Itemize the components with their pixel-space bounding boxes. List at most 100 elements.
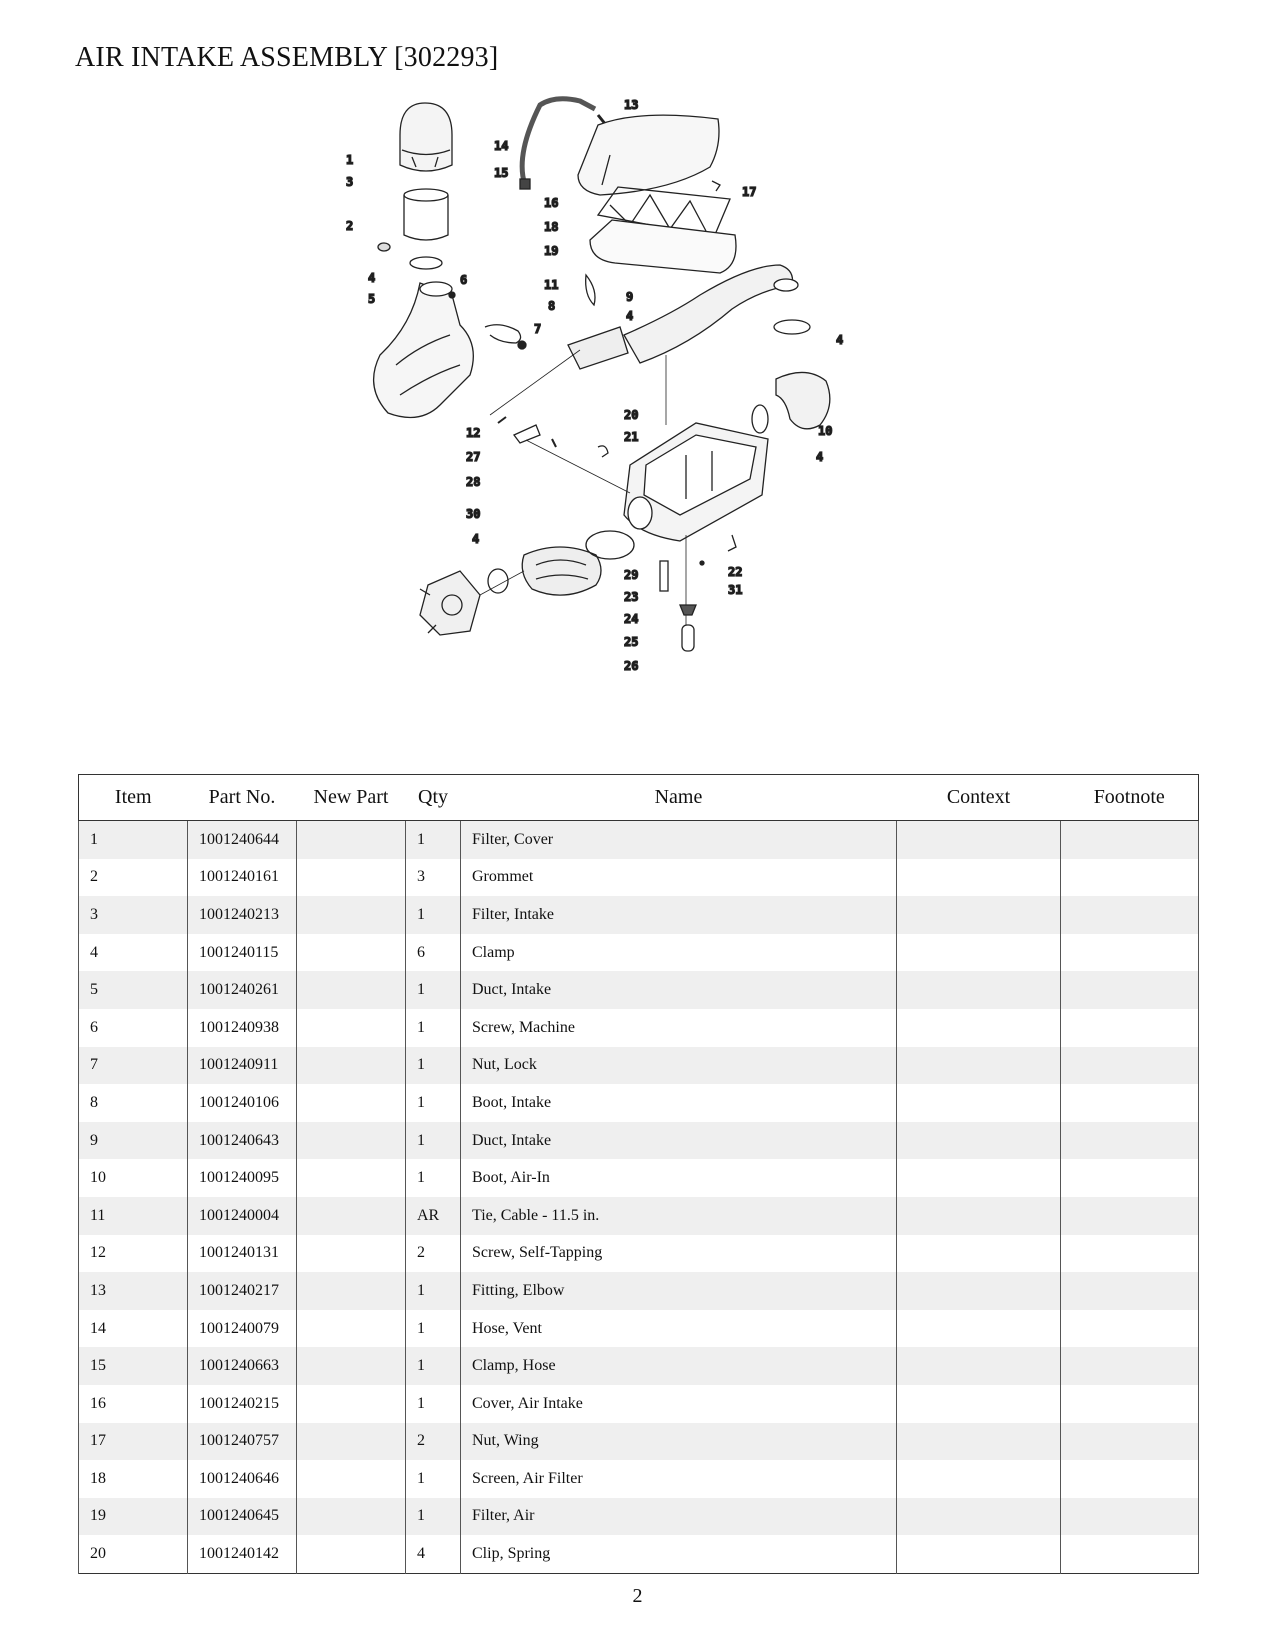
callout-10: 10 [818, 424, 832, 438]
clamp-ring-part [773, 319, 811, 335]
column-header-context: Context [896, 774, 1061, 821]
callout-23: 23 [624, 590, 638, 604]
callout-27: 27 [466, 450, 480, 464]
callout-4-e: 4 [472, 532, 479, 546]
cell-new-part [296, 896, 406, 934]
cell-item: 5 [78, 971, 188, 1009]
cell-name: Boot, Air-In [460, 1159, 897, 1197]
cell-context [896, 1234, 1061, 1273]
cell-footnote [1060, 896, 1199, 934]
screw-part [448, 291, 456, 299]
column-header-qty: Qty [405, 774, 461, 821]
air-box-housing-part [623, 422, 769, 542]
cell-part-no: 1001240217 [187, 1272, 297, 1310]
cell-footnote [1060, 1347, 1199, 1385]
cell-footnote [1060, 1159, 1199, 1197]
cell-item: 7 [78, 1046, 188, 1085]
cell-item: 2 [78, 858, 188, 897]
cell-qty: 6 [405, 933, 461, 972]
cell-item: 16 [78, 1384, 188, 1423]
cell-footnote [1060, 1384, 1199, 1423]
cell-name: Duct, Intake [460, 1121, 897, 1160]
cell-qty: 4 [405, 1535, 461, 1574]
cell-new-part [296, 1309, 406, 1348]
cell-item: 11 [78, 1196, 188, 1235]
cell-footnote [1060, 1046, 1199, 1085]
cell-part-no: 1001240261 [187, 971, 297, 1009]
callout-30: 30 [466, 507, 480, 521]
cell-context [896, 1008, 1061, 1047]
cell-new-part [296, 933, 406, 972]
cell-new-part [296, 1460, 406, 1498]
cell-item: 6 [78, 1008, 188, 1047]
cell-context [896, 1196, 1061, 1235]
cell-item: 15 [78, 1347, 188, 1385]
intake-filter-part [403, 188, 449, 241]
cell-new-part [296, 1008, 406, 1047]
filter-cover-part [399, 102, 453, 172]
cell-item: 19 [78, 1497, 188, 1536]
cell-part-no: 1001240079 [187, 1309, 297, 1348]
cell-footnote [1060, 1497, 1199, 1536]
cell-item: 4 [78, 933, 188, 972]
drain-clamp-part [679, 604, 697, 616]
clamp-ring-part [585, 530, 635, 560]
cell-qty: 2 [405, 1422, 461, 1461]
column-header-new-part: New Part [296, 774, 406, 821]
cell-part-no: 1001240161 [187, 858, 297, 897]
cell-context [896, 858, 1061, 897]
cell-context [896, 1121, 1061, 1160]
grommet-part [377, 242, 391, 252]
intake-boot-lower-part [521, 546, 602, 596]
cell-name: Boot, Intake [460, 1084, 897, 1122]
cell-new-part [296, 1159, 406, 1197]
callout-21: 21 [624, 430, 638, 444]
column-header-name: Name [460, 774, 897, 821]
cell-item: 1 [78, 820, 188, 859]
callout-4-c: 4 [836, 333, 843, 347]
cell-part-no: 1001240646 [187, 1460, 297, 1498]
callout-1: 1 [346, 153, 353, 167]
table-header-row: Item Part No. New Part Qty Name Context … [78, 774, 1199, 821]
cell-qty: AR [405, 1196, 461, 1235]
callout-12: 12 [466, 426, 480, 440]
cell-new-part [296, 1084, 406, 1122]
cell-qty: 1 [405, 1272, 461, 1310]
callout-4: 4 [368, 271, 375, 285]
cell-footnote [1060, 1196, 1199, 1235]
cell-footnote [1060, 971, 1199, 1009]
cell-name: Clamp, Hose [460, 1347, 897, 1385]
drain-tube-part [659, 560, 669, 592]
cell-part-no: 1001240213 [187, 896, 297, 934]
cell-context [896, 1384, 1061, 1423]
cell-footnote [1060, 1234, 1199, 1273]
callout-17: 17 [742, 185, 756, 199]
clamp-ring-part [409, 256, 443, 270]
cell-name: Nut, Lock [460, 1046, 897, 1085]
cell-qty: 1 [405, 1460, 461, 1498]
cell-footnote [1060, 1121, 1199, 1160]
cell-footnote [1060, 858, 1199, 897]
cell-new-part [296, 1121, 406, 1160]
cell-context [896, 1497, 1061, 1536]
cell-qty: 2 [405, 1234, 461, 1273]
cell-name: Fitting, Elbow [460, 1272, 897, 1310]
intake-duct-part [373, 281, 474, 419]
callout-8: 8 [548, 299, 555, 313]
callout-24: 24 [624, 612, 638, 626]
bracket-part [484, 324, 522, 344]
cell-part-no: 1001240215 [187, 1384, 297, 1423]
cell-item: 10 [78, 1159, 188, 1197]
throttle-body-part [419, 570, 481, 636]
